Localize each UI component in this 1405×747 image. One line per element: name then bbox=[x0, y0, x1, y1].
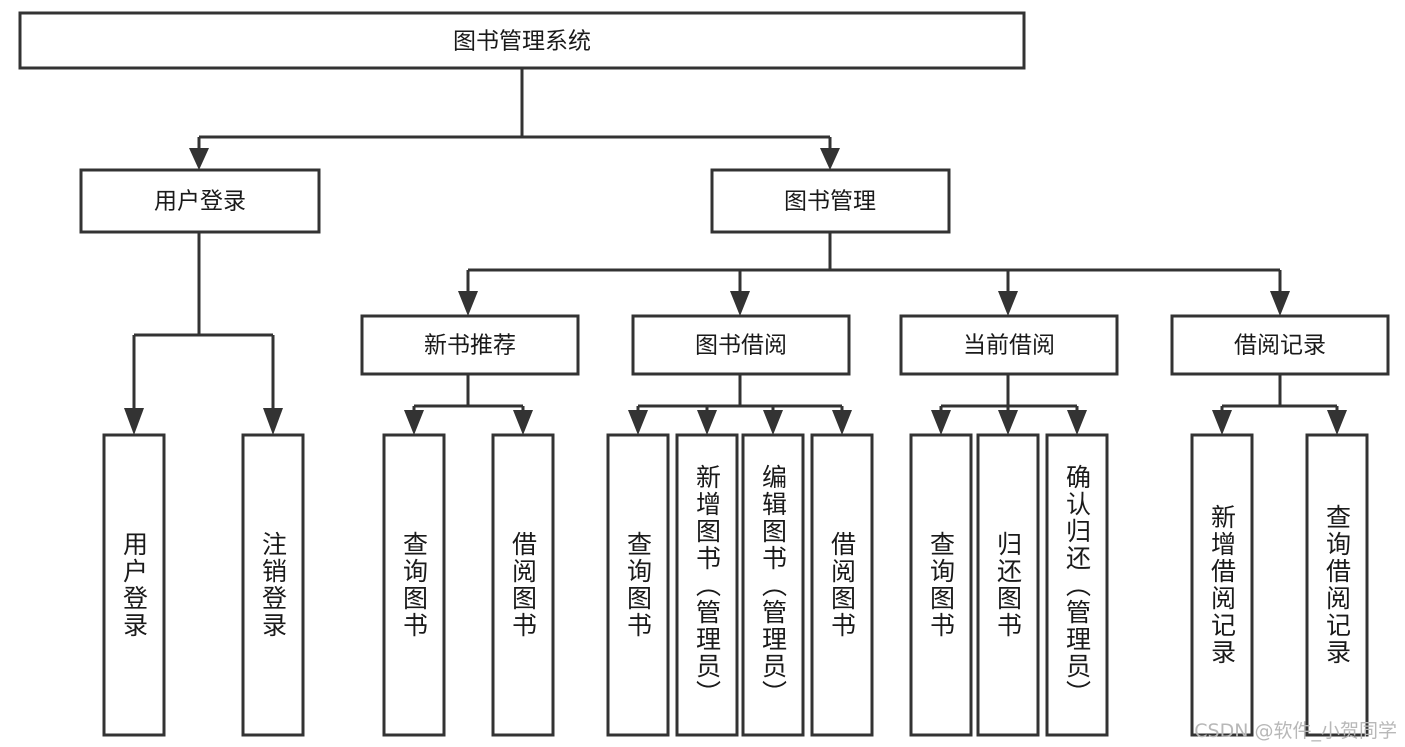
node-book-manage-label: 图书管理 bbox=[784, 189, 876, 215]
node-current-borrow-label: 当前借阅 bbox=[963, 333, 1055, 359]
node-new-book-rec[interactable] bbox=[360, 314, 580, 376]
node-book-borrow-label: 图书借阅 bbox=[695, 333, 787, 359]
arrow-to-new-book-rec bbox=[458, 291, 478, 316]
arrow-leaf-add-book bbox=[697, 410, 717, 435]
node-leaf-user-login[interactable] bbox=[102, 433, 166, 737]
arrow-to-current-borrow bbox=[998, 291, 1018, 316]
arrow-to-userlogin bbox=[189, 148, 209, 170]
node-leaf-add-book[interactable] bbox=[675, 433, 739, 737]
arrow-to-bookmanage bbox=[820, 148, 840, 170]
arrow-leaf-add-record bbox=[1212, 410, 1232, 435]
node-leaf-query-record[interactable] bbox=[1305, 433, 1369, 737]
arrow-leaf-logout-login bbox=[263, 408, 283, 435]
node-leaf-edit-book[interactable] bbox=[741, 433, 805, 737]
node-leaf-add-record[interactable] bbox=[1190, 433, 1254, 737]
arrow-leaf-edit-book bbox=[763, 410, 783, 435]
node-leaf-query-book-2[interactable] bbox=[606, 433, 670, 737]
node-leaf-query-book-3[interactable] bbox=[909, 433, 973, 737]
arrow-leaf-borrow-book-2 bbox=[832, 410, 852, 435]
arrow-leaf-query-book-1 bbox=[404, 410, 424, 435]
node-leaf-query-book-1[interactable] bbox=[382, 433, 446, 737]
node-borrow-record-label: 借阅记录 bbox=[1234, 333, 1326, 359]
arrow-leaf-query-book-3 bbox=[931, 410, 951, 435]
node-leaf-logout-login[interactable] bbox=[241, 433, 305, 737]
node-book-borrow[interactable] bbox=[631, 314, 851, 376]
node-root-label: 图书管理系统 bbox=[453, 29, 591, 55]
edge-group bbox=[124, 68, 1347, 435]
node-leaf-borrow-book-1[interactable] bbox=[491, 433, 555, 737]
node-new-book-rec-label: 新书推荐 bbox=[424, 333, 516, 359]
node-current-borrow[interactable] bbox=[899, 314, 1119, 376]
node-root[interactable] bbox=[18, 11, 1026, 70]
arrow-leaf-user-login bbox=[124, 408, 144, 435]
node-book-manage[interactable] bbox=[710, 168, 951, 234]
node-user-login-label: 用户登录 bbox=[154, 189, 246, 215]
arrow-leaf-query-book-2 bbox=[628, 410, 648, 435]
arrow-to-book-borrow bbox=[730, 291, 750, 316]
node-leaf-confirm-return[interactable] bbox=[1045, 433, 1109, 737]
node-leaf-return-book[interactable] bbox=[976, 433, 1040, 737]
arrow-leaf-borrow-book-1 bbox=[513, 410, 533, 435]
node-group: 图书管理系统 用户登录 图书管理 新书推荐 图书借阅 当前借阅 借阅记录 bbox=[18, 11, 1390, 737]
arrow-to-borrow-record bbox=[1270, 291, 1290, 316]
arrow-leaf-query-record bbox=[1327, 410, 1347, 435]
csdn-watermark: CSDN @软件_小贺同学 bbox=[1194, 720, 1397, 742]
node-borrow-record[interactable] bbox=[1170, 314, 1390, 376]
node-leaf-borrow-book-2[interactable] bbox=[810, 433, 874, 737]
arrow-leaf-confirm-return bbox=[1067, 410, 1087, 435]
node-user-login[interactable] bbox=[79, 168, 321, 234]
arrow-leaf-return-book bbox=[998, 410, 1018, 435]
